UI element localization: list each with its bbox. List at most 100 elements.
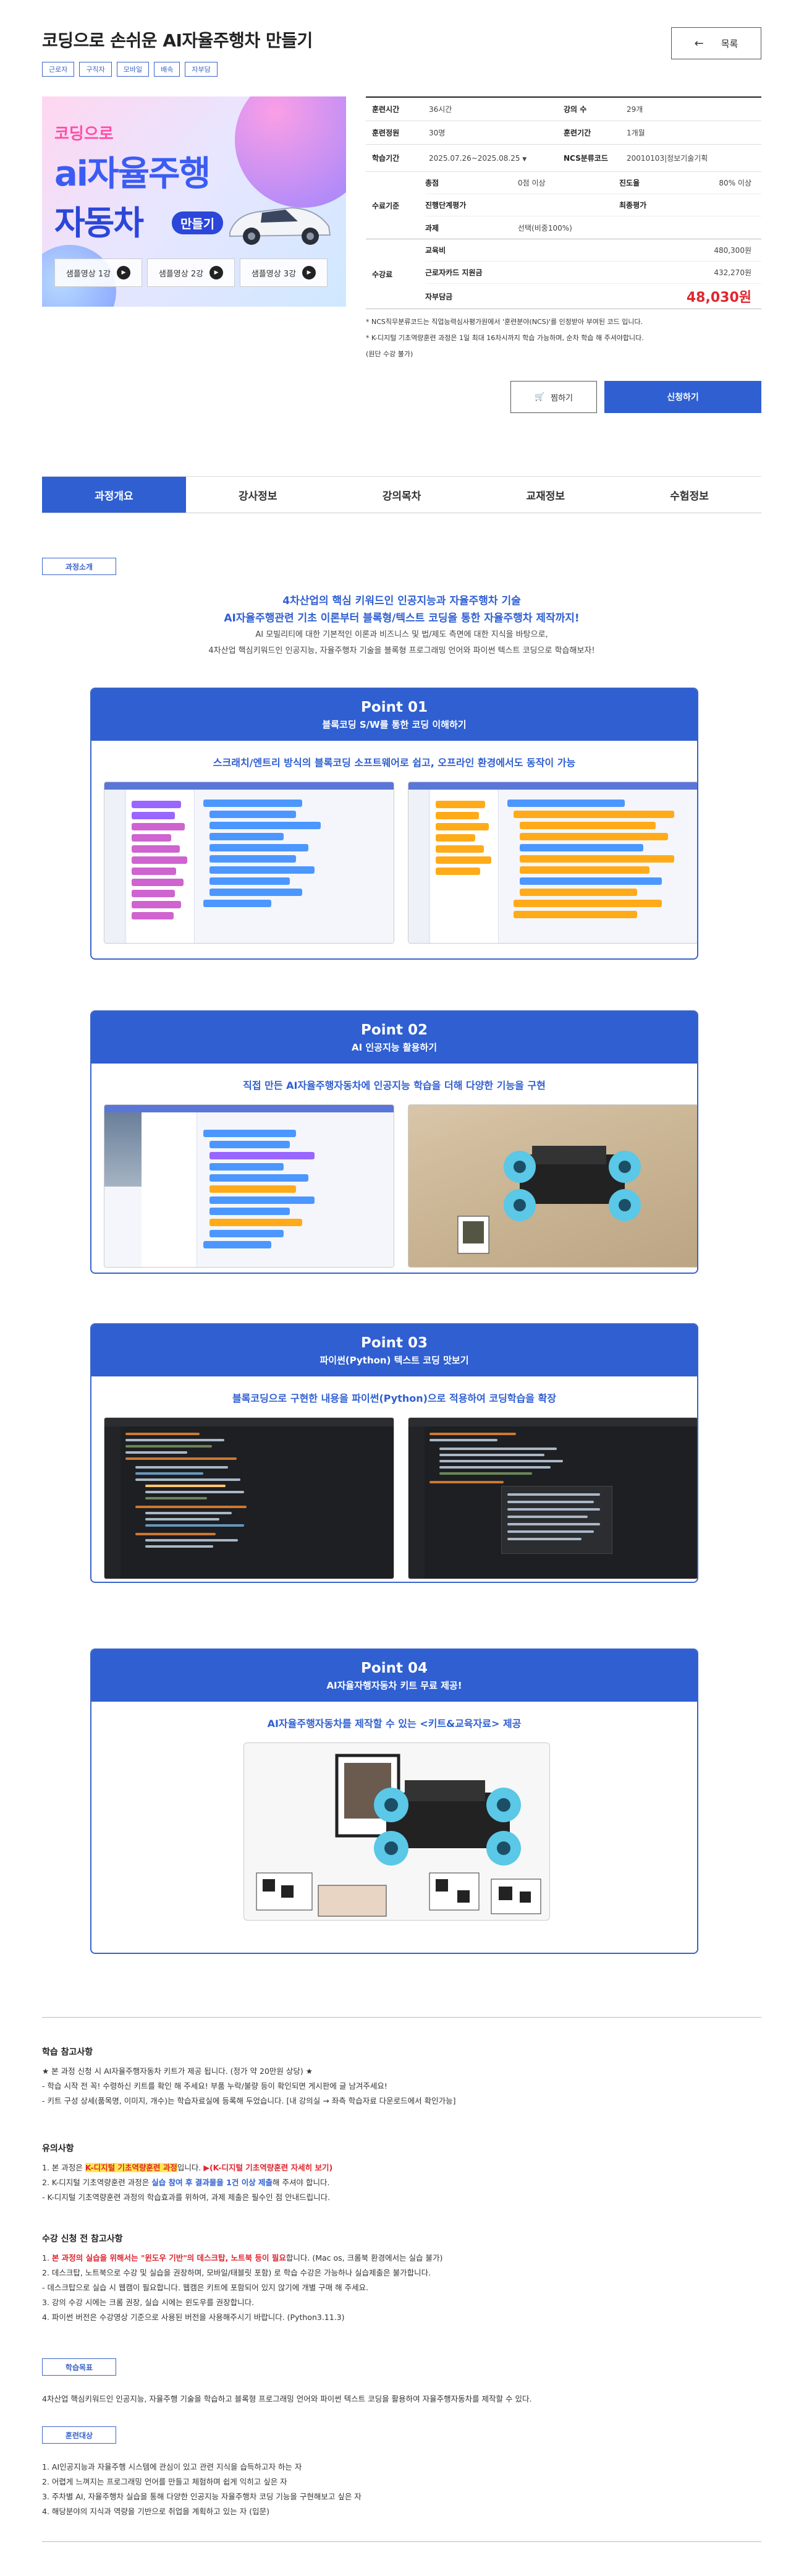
point-title: 파이썬(Python) 텍스트 코딩 맛보기 [319,1354,469,1366]
info-value: 20010103|정보기술기획 [627,154,708,163]
criteria-label: 최종평가 [619,201,647,210]
tab-exam[interactable]: 수험정보 [670,490,709,503]
note-line: 4. 파이썬 버전은 수강영상 기준으로 사용된 버전을 사용해주시기 바랍니다… [42,2313,345,2322]
note-line: - 데스크탑으로 실습 시 웹캠이 필요합니다. 웹캠은 키트에 포함되어 있지… [42,2283,369,2292]
info-value: 29개 [627,105,643,114]
detail-link[interactable]: ▶(K-디지털 기초역량훈련 자세히 보기) [203,2163,333,2172]
point-card-2: Point 02 AI 인공지능 활용하기 직접 만든 AI자율주행자동차에 인공… [90,1010,698,1274]
precheck-notes: 수강 신청 전 참고사항 1. 본 과정의 실습을 위해서는 "윈도우 기반"의… [42,2232,761,2325]
apply-button[interactable]: 신청하기 [604,381,761,413]
note-text: 1. [42,2253,49,2263]
highlight-text: 실습 참여 후 결과물을 1건 이상 제출 [151,2178,273,2187]
section-heading: 학습 참고사항 [42,2047,93,2057]
info-label: 훈련정원 [372,129,400,137]
info-value: 30명 [429,129,446,137]
tab-textbook[interactable]: 교재정보 [526,490,565,503]
criteria-value: 0점 이상 [518,179,546,187]
fee-value: 480,300원 [714,246,751,255]
note-text: 2. K-디지털 기초역량훈련 과정은 [42,2178,150,2187]
point-number: Point 02 [361,1021,428,1038]
tag-list: 근로자 구직자 모바일 배속 자부담 [42,62,218,77]
page-title: 코딩으로 손쉬운 AI자율주행차 만들기 [42,30,313,51]
highlight-text: 본 과정의 실습을 위해서는 "윈도우 기반"의 데스크탑, 노트북 등이 필요 [51,2253,286,2263]
tag: 근로자 [42,62,75,77]
note-line: 2. 데스크탑, 노트북으로 수강 및 실습을 권장하며, 모바일/태블릿 포함… [42,2268,431,2277]
info-label: 강의 수 [564,105,587,114]
list-button[interactable]: ← 목록 [671,27,761,59]
study-period-select[interactable]: 2025.07.26~2025.08.25 ▼ [425,154,564,163]
info-label: 수강료 [372,270,393,279]
cart-icon: 🛒 [534,392,545,402]
hero-badge: 만들기 [172,211,224,234]
point-title: AI 인공지능 활용하기 [351,1041,438,1053]
tab-overview[interactable]: 과정개요 [42,477,186,513]
point-number: Point 04 [361,1660,428,1676]
note-line: ★ 본 과정 신청 시 AI자율주행자동차 키트가 제공 됩니다. (정가 약 … [42,2066,313,2076]
robot-car-illustration [457,1146,641,1254]
point-subtitle: AI자율주행자동차를 제작할 수 있는 <키트&교육자료> 제공 [267,1718,522,1729]
highlight-text: K-디지털 기초역량훈련 과정 [85,2163,177,2172]
like-button-label: 찜하기 [551,393,573,403]
criteria-value: 80% 이상 [719,179,751,187]
target-line: 2. 어렵게 느껴지는 프로그래밍 언어를 만들고 체험하며 쉽게 익히고 싶은… [42,2477,287,2486]
kit-photo [243,1742,550,1921]
note-line: * K-디지털 기초역량훈련 과정은 1일 최대 16차시까지 학습 가능하며,… [366,334,644,342]
note-line: (원단 수강 불가) [366,350,413,358]
sample-video-button-1[interactable]: 샘플영상 1강▶ [54,258,142,287]
self-pay-amount: 48,030원 [686,290,751,305]
chevron-down-icon: ▼ [522,156,527,163]
divider [42,2017,761,2018]
tag: 구직자 [79,62,112,77]
note-text: 입니다. [177,2163,201,2172]
tab-curriculum[interactable]: 강의목차 [382,490,421,503]
python-code-screenshot [408,1417,697,1579]
intro-line: AI자율주행관련 기초 이론부터 블록형/텍스트 코딩을 통한 자율주행차 제작… [224,612,580,625]
target-list: 1. AI인공지능과 자율주행 시스템에 관심이 있고 관련 지식을 습득하고자… [42,2460,761,2519]
like-button[interactable]: 🛒 찜하기 [510,381,597,413]
point-number: Point 03 [361,1334,428,1351]
point-subtitle: 직접 만든 AI자율주행자동차에 인공지능 학습을 더해 다양한 기능을 구현 [243,1080,546,1091]
point-title: 블록코딩 S/W를 통한 코딩 이해하기 [322,719,467,730]
block-coding-screenshot [408,782,697,944]
section-heading: 유의사항 [42,2144,74,2154]
section-badge-intro: 과정소개 [42,558,116,575]
section-heading: 수강 신청 전 참고사항 [42,2234,123,2244]
tab-bar: 과정개요 강사정보 강의목차 교재정보 수험정보 [42,476,761,513]
sample-video-button-3[interactable]: 샘플영상 3강▶ [240,258,328,287]
car-illustration [229,207,331,245]
course-info-table: 훈련시간 36시간 강의 수 29개 훈련정원 30명 훈련기간 1개월 학습기… [366,96,761,309]
tag: 배속 [154,62,180,77]
fee-value: 432,270원 [714,268,751,277]
info-label: NCS분류코드 [564,154,608,163]
info-label: 훈련시간 [372,105,400,114]
intro-line: 4차산업의 핵심 키워드인 인공지능과 자율주행차 기술 [282,595,521,607]
criteria-label: 진도율 [619,179,640,187]
ai-coding-screenshot [104,1104,394,1268]
robot-kit-illustration [256,1754,541,1917]
caution-notes: 유의사항 1. 본 과정은 K-디지털 기초역량훈련 과정입니다. ▶(K-디지… [42,2142,761,2205]
sample-video-button-2[interactable]: 샘플영상 2강▶ [147,258,235,287]
study-period-value: 2025.07.26~2025.08.25 [429,153,520,163]
intro-line: AI 모빌리티에 대한 기본적인 이론과 비즈니스 및 법/제도 측면에 대한 … [255,630,548,639]
tab-instructor[interactable]: 강사정보 [238,490,277,503]
note-line: - 학습 시작 전 꼭! 수령하신 키트를 확인 해 주세요! 부품 누락/불량… [42,2081,387,2091]
note-line: - 키트 구성 상세(품목명, 이미지, 개수)는 학습자료실에 등록해 두었습… [42,2096,456,2105]
list-button-label: 목록 [721,38,738,49]
info-value: 36시간 [429,105,452,114]
section-badge-target: 훈련대상 [42,2426,116,2444]
intro-line: 4차산업 핵심키워드인 인공지능, 자율주행차 기술을 블록형 프로그래밍 언어… [208,646,595,655]
info-notes: * NCS직무분류코드는 직업능력심사평가원에서 '훈련분야(NCS)'를 인정… [366,314,761,362]
arrow-left-icon: ← [694,36,704,50]
info-label: 수료기준 [372,201,400,210]
intro-text: 4차산업의 핵심 키워드인 인공지능과 자율주행차 기술 AI자율주행관련 기초… [42,592,761,659]
target-line: 4. 해당분야의 지식과 역량을 기반으로 취업을 계획하고 있는 자 (입문) [42,2507,269,2516]
course-thumbnail: 코딩으로 ai자율주행 자동차 만들기 샘플영상 1강▶ 샘플영상 2강▶ 샘플… [42,96,346,307]
hero-line1: 코딩으로 [54,125,114,143]
note-text: 1. 본 과정은 [42,2163,83,2172]
criteria-value: 선택(비중100%) [518,223,572,232]
tag: 자부담 [185,62,218,77]
criteria-label: 총점 [425,179,439,187]
note-line: - K-디지털 기초역량훈련 과정의 학습효과를 위하여, 과제 제출은 필수인… [42,2193,331,2202]
